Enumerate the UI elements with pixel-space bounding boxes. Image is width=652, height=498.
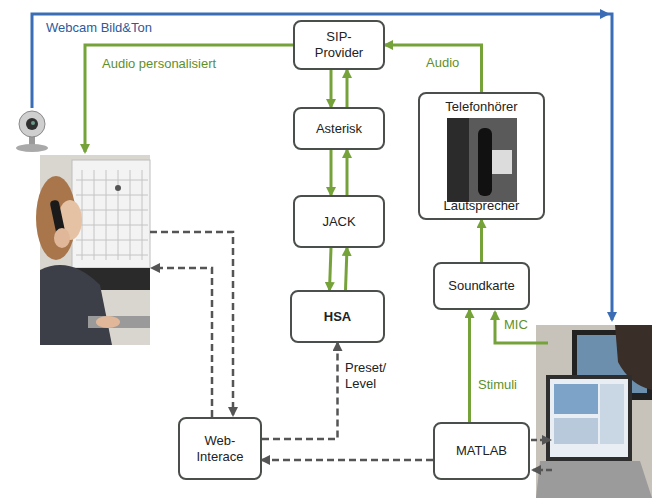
- process-box: TelefonhörerLautsprecher: [418, 92, 545, 220]
- connector: [330, 248, 332, 290]
- user-photo: [36, 155, 150, 345]
- connector: [346, 70, 349, 107]
- connector: [385, 45, 482, 92]
- dashed-line: [152, 268, 212, 417]
- dashed-line: [150, 232, 233, 415]
- process-box: MATLAB: [433, 422, 530, 480]
- webcam-line: [608, 14, 612, 320]
- dashed-line: [533, 469, 552, 472]
- dashed-line: [531, 439, 550, 442]
- edge-label: Audio: [424, 55, 461, 71]
- process-box: Asterisk: [293, 107, 385, 150]
- process-box: SIP-Provider: [293, 20, 385, 70]
- signal-label: MIC: [502, 317, 530, 333]
- connector: [346, 248, 348, 290]
- box-label: Soundkarte: [448, 278, 515, 294]
- audio-line: [85, 45, 293, 152]
- connector: [330, 70, 333, 107]
- edge-label: Stimuli: [476, 377, 519, 393]
- connector: [262, 343, 338, 439]
- connector: [468, 310, 471, 422]
- mic-line: [495, 312, 548, 343]
- webcam-icon: [16, 111, 48, 152]
- box-label: Lautsprecher: [444, 198, 520, 214]
- box-label: HSA: [324, 309, 351, 325]
- signal-label: Webcam Bild&Ton: [44, 20, 154, 36]
- signal-label: Audio personalisiert: [100, 56, 218, 72]
- handset-photo: [447, 118, 517, 202]
- connector: [330, 150, 333, 195]
- connector: [480, 220, 483, 262]
- process-box: JACK: [293, 195, 385, 248]
- box-label: MATLAB: [456, 443, 507, 459]
- box-label: Web-Interace: [190, 433, 250, 465]
- box-label: Telefonhörer: [445, 99, 517, 115]
- experimenter-photo: [536, 325, 652, 498]
- process-box: HSA: [290, 290, 385, 343]
- box-label: Asterisk: [316, 121, 362, 137]
- edge-label: Preset/ Level: [343, 360, 397, 392]
- connector: [262, 459, 433, 462]
- box-label: JACK: [322, 214, 355, 230]
- connector: [346, 150, 349, 195]
- process-box: Soundkarte: [433, 262, 530, 310]
- process-box: Web-Interace: [178, 417, 262, 480]
- box-label: SIP-Provider: [309, 29, 369, 61]
